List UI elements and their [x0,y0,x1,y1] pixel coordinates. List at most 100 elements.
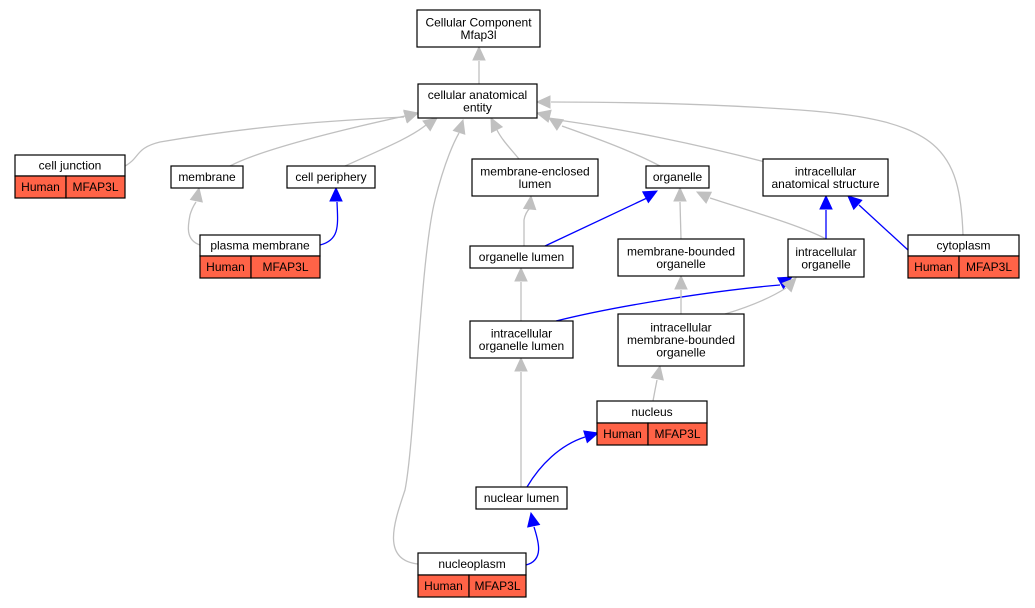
arrowhead [514,356,528,372]
node-label-line: nucleus [631,405,672,419]
node-label-line: organelle lumen [479,339,564,353]
arrowhead [189,186,203,203]
node-box [417,83,538,119]
arrowhead [535,109,552,123]
node-box [469,320,574,359]
annotation-species: Human [603,427,642,441]
arrowhead [847,195,863,211]
node-label-line: intracellular [795,164,856,178]
edge-cytoplasm-to-cae [535,95,964,236]
node-box [762,158,889,197]
node-box [645,165,710,189]
annotation-species: Human [424,579,463,593]
node-box [416,9,541,48]
node-cell-periphery[interactable]: cell periphery [286,165,376,189]
node-label-line: intracellular [650,321,711,335]
node-label-line: cell junction [39,159,102,173]
arrowhead [781,277,797,293]
edge-membrane-to-cae [229,109,420,167]
arrowhead [490,116,504,134]
annotation-gene: MFAP3L [72,180,118,194]
node-label-line: organelle [653,170,703,184]
node-label-line: nuclear lumen [484,491,559,505]
arrowhead [695,191,713,204]
node-label-line: cytoplasm [936,239,990,253]
edge-io-to-ias [819,194,833,239]
edge-io-to-organelle [695,191,827,240]
edge-organelle_lumen-to-organelle [544,190,659,247]
arrowhead [547,117,565,131]
node-box [475,486,568,510]
edge-nucleoplasm-to-nuclear_lumen [525,511,541,566]
arrowhead [583,430,600,444]
node-box [787,238,865,278]
arrowhead [673,186,687,202]
arrowhead [819,194,833,210]
edge-cae-to-root [472,45,486,84]
node-organelle-lumen[interactable]: organelle lumen [469,245,574,269]
node-label-line: entity [463,100,492,114]
arrowhead [514,266,528,282]
edge-imbo-to-mbo [674,274,688,314]
edge-mbo-to-organelle [673,186,687,240]
node-label-line: intracellular [491,326,552,340]
node-label-line: nucleoplasm [438,557,505,571]
edge-ias-to-cae [535,109,766,163]
edge-mel-to-cae [490,116,520,160]
arrowhead [522,194,537,211]
edge-plasma_membrane-to-membrane [187,186,203,246]
node-organelle[interactable]: organelle [645,165,710,189]
edge-nuclear_lumen-to-nucleus [526,430,600,488]
arrowhead [535,95,551,109]
arrowhead [403,109,420,123]
node-label-line: membrane-bounded [627,333,735,347]
annotation-gene-cell [958,255,1020,279]
node-box [617,313,745,367]
arrowhead [422,117,438,132]
node-label-line: organelle [656,346,706,360]
node-label-line: membrane [178,170,236,184]
edge-cytoplasm-to-ias [847,195,909,251]
annotation-species: Human [206,260,245,274]
node-box [469,245,574,269]
annotation-species: Human [21,180,60,194]
edge-nuclear_lumen-to-iol [514,356,528,487]
node-label-line: Cellular Component [425,15,532,29]
arrowhead [650,364,664,381]
node-box [471,158,599,197]
annotation-gene-cell [65,175,126,199]
node-label-line: organelle lumen [479,250,564,264]
edge-organelle-to-cae [547,117,661,167]
node-box [286,165,376,189]
node-label-line: Mfap3l [460,28,496,42]
node-label-line: organelle [801,257,851,271]
node-label-line: lumen [519,177,552,191]
arrowhead [641,190,659,204]
edge-layer [124,45,964,566]
node-box [617,238,745,277]
node-label-line: intracellular [795,245,856,259]
edge-iol-to-organelle_lumen [514,266,528,321]
annotation-gene-cell [468,574,527,598]
edge-nucleus-to-imbo [650,364,664,402]
arrowhead [452,118,466,135]
node-membrane[interactable]: membrane [170,165,244,189]
edge-nucleoplasm-to-cae [392,118,466,565]
annotation-gene: MFAP3L [654,427,700,441]
node-nuclear-lumen[interactable]: nuclear lumen [475,486,568,510]
